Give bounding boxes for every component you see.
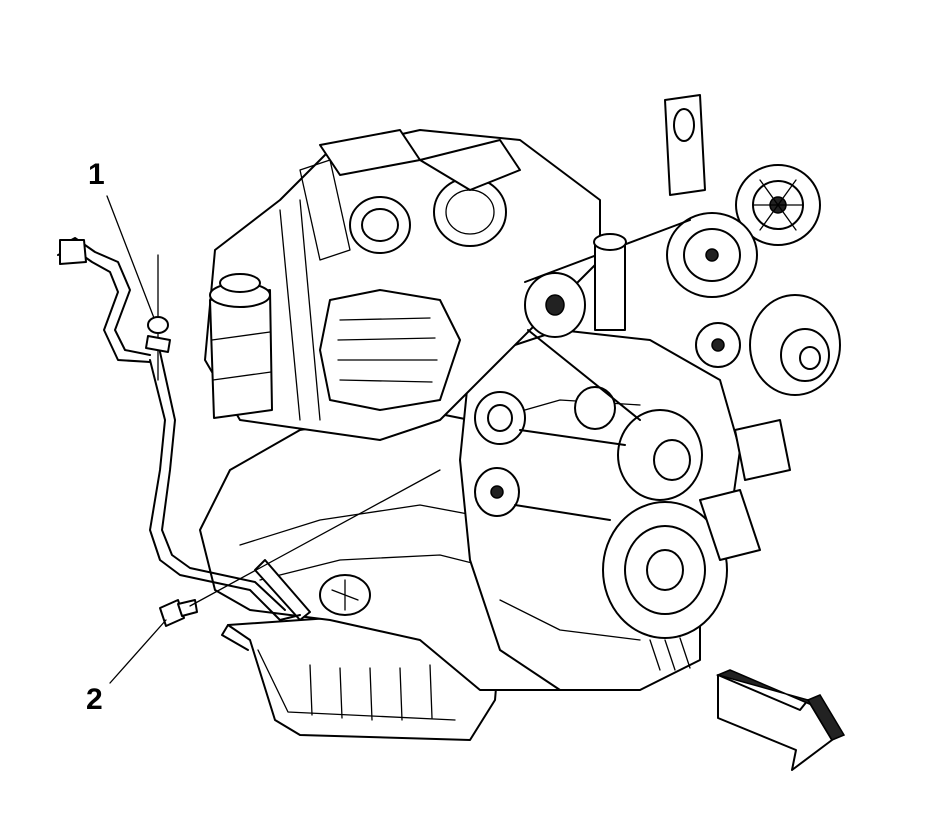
alternator: [735, 164, 821, 246]
thermostat-housing: [699, 419, 791, 561]
bolt: [159, 599, 198, 627]
lift-bracket: [664, 94, 706, 196]
oil-filter: [209, 273, 273, 419]
pulley-upper: [666, 212, 758, 298]
tensioner-pulley: [474, 386, 616, 517]
callout-leader-1: [106, 195, 155, 319]
pulley-middle: [617, 409, 703, 501]
reservoir-cap: [593, 233, 627, 331]
top-components: [299, 129, 521, 261]
oil-level-tube: [57, 237, 301, 621]
callout-label-2: 2: [86, 683, 103, 716]
callout-leader-2: [109, 469, 441, 684]
pulley-right: [749, 294, 841, 396]
crankshaft-pulley: [602, 501, 728, 639]
arrow-icon: [715, 669, 846, 771]
idler-pulley: [695, 322, 741, 368]
callout-label-1: 1: [88, 158, 105, 191]
water-pump-pulley: [524, 272, 586, 338]
